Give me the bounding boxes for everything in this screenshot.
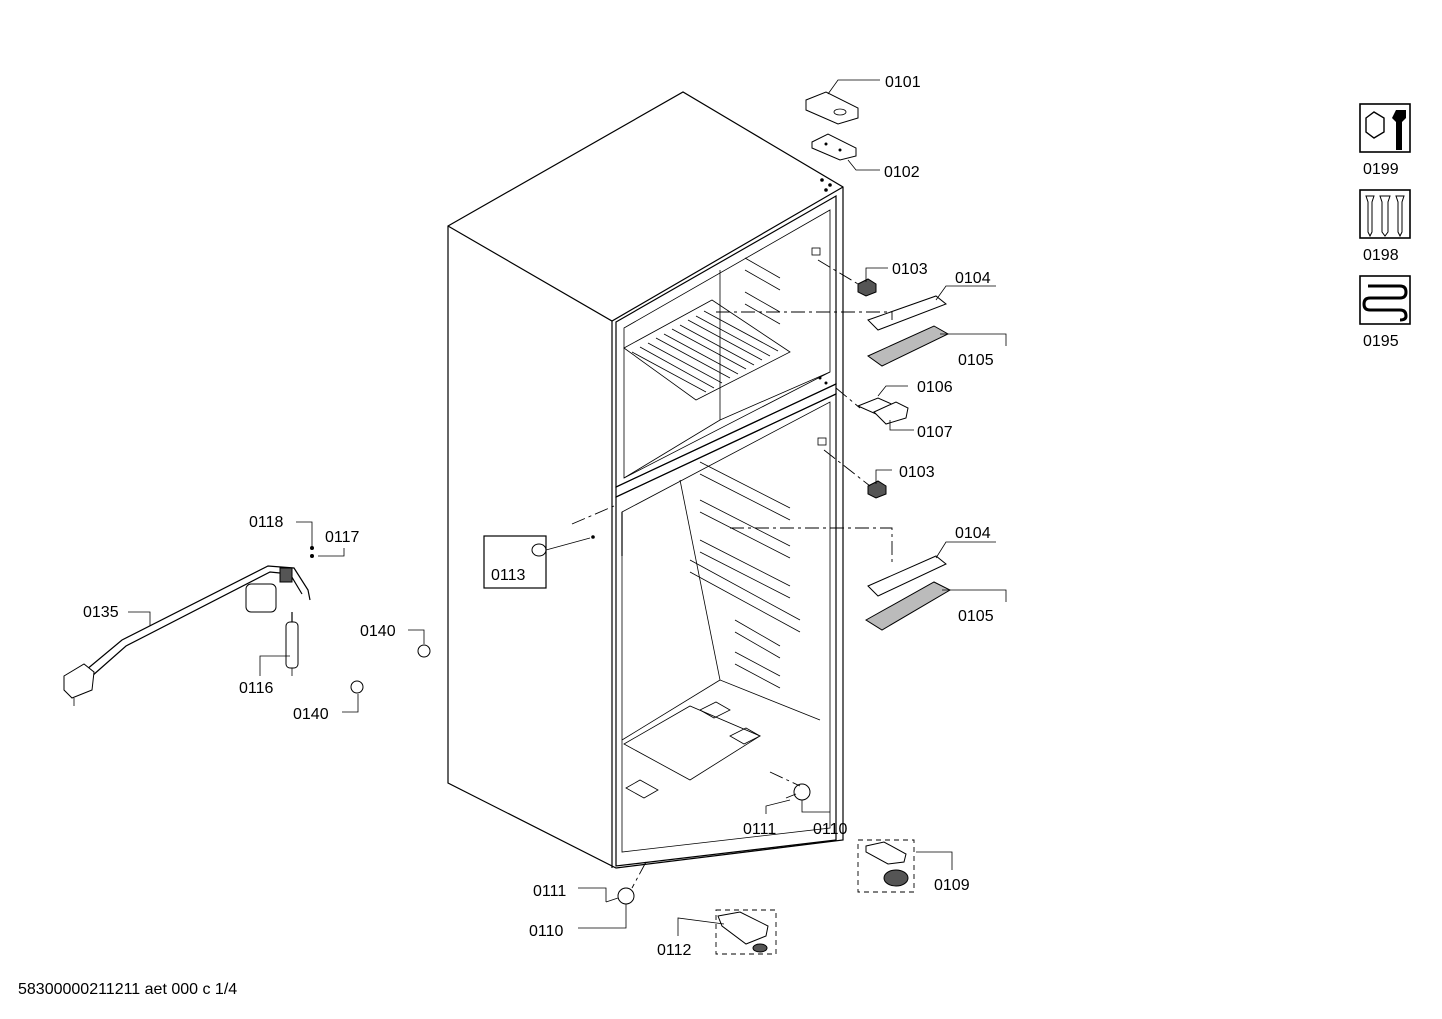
callout-0111-right: 0111 [743,821,776,838]
legend-code: 0198 [1363,247,1399,264]
hinge-cover-part [805,91,859,125]
legend-code: 0195 [1363,333,1399,350]
legend-0195: 0195 [1359,275,1411,350]
callout-0107: 0107 [917,424,953,441]
middle-hinge-part [873,401,909,425]
bottom-hinge-assembly-part [857,839,915,893]
lamp-holder-upper-part [857,278,877,297]
callout-0117: 0117 [325,529,360,546]
legend-code: 0199 [1363,161,1399,178]
bushing-upper-part [417,644,431,658]
callout-0105-upper: 0105 [958,352,994,369]
callout-0101: 0101 [885,74,921,91]
callout-0140-lower: 0140 [293,706,329,723]
grille-upper-part [867,325,950,367]
bushing-lower-part [350,680,364,694]
cover-strip-lower-part [867,555,947,597]
callout-0103-lower: 0103 [899,464,935,481]
callout-0112: 0112 [657,942,692,959]
callout-0102: 0102 [884,164,920,181]
heating-coil-icon [1362,284,1408,322]
relay-part [285,612,299,676]
callout-0113: 0113 [491,567,526,584]
callout-0105-lower: 0105 [958,608,994,625]
callout-0140-upper: 0140 [360,623,396,640]
callout-0135: 0135 [83,604,119,621]
callout-0110-right: 0110 [813,821,848,838]
refrigerator-cabinet [447,91,844,869]
screws-icon [1365,195,1405,238]
cover-strip-upper-part [867,295,947,331]
plug-part [531,543,547,557]
door-hinge-part [715,909,777,955]
callout-0109: 0109 [934,877,970,894]
wrench-nut-icon [1365,110,1406,150]
legend-0199: 0199 [1359,103,1411,178]
foot-left-part [617,887,635,905]
top-hinge-part [811,133,857,161]
callout-0116: 0116 [239,680,274,697]
callout-0103-upper: 0103 [892,261,928,278]
document-reference: 58300000211211 aet 000 c 1/4 [18,981,238,998]
callout-0110-left: 0110 [529,923,564,940]
callout-0111-left: 0111 [533,883,566,900]
power-cord-part [63,565,311,706]
callout-0118: 0118 [249,514,284,531]
foot-right-part [793,783,811,801]
callout-0106: 0106 [917,379,953,396]
legend-0198: 0198 [1359,189,1411,264]
lamp-holder-lower-part [867,480,887,499]
callout-0104-upper: 0104 [955,270,991,287]
callout-0104-lower: 0104 [955,525,991,542]
